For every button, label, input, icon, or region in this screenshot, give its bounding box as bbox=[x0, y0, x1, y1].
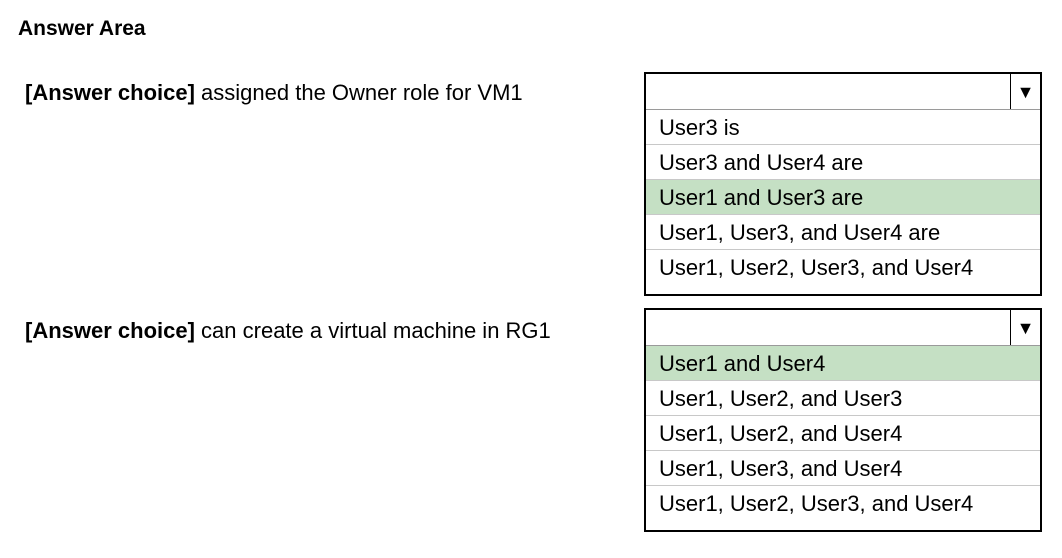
dropdown-option[interactable]: User1, User3, and User4 are bbox=[646, 215, 1040, 250]
question-2-dropdown-header[interactable]: ▼ bbox=[646, 310, 1040, 346]
question-1-dropdown[interactable]: ▼ User3 is User3 and User4 are User1 and… bbox=[644, 72, 1042, 296]
question-1-prefix: [Answer choice] bbox=[25, 80, 195, 105]
dropdown-option[interactable]: User1, User2, and User4 bbox=[646, 416, 1040, 451]
question-1-dropdown-header[interactable]: ▼ bbox=[646, 74, 1040, 110]
question-2-dropdown[interactable]: ▼ User1 and User4 User1, User2, and User… bbox=[644, 308, 1042, 532]
dropdown-option[interactable]: User1, User2, User3, and User4 bbox=[659, 491, 974, 516]
question-2-prompt: [Answer choice] can create a virtual mac… bbox=[25, 316, 551, 346]
question-1-text: assigned the Owner role for VM1 bbox=[194, 80, 523, 105]
dropdown-option[interactable]: User3 is bbox=[646, 110, 1040, 145]
question-2-prefix: [Answer choice] bbox=[25, 318, 195, 343]
question-1-prompt: [Answer choice] assigned the Owner role … bbox=[25, 78, 523, 108]
dropdown-option-selected[interactable]: User1 and User4 bbox=[646, 346, 1040, 381]
dropdown-option[interactable]: User1, User3, and User4 bbox=[646, 451, 1040, 486]
question-2-text: can create a virtual machine in RG1 bbox=[194, 318, 551, 343]
answer-area-title: Answer Area bbox=[18, 17, 146, 40]
dropdown-option-selected[interactable]: User1 and User3 are bbox=[646, 180, 1040, 215]
dropdown-arrow-icon[interactable]: ▼ bbox=[1010, 310, 1040, 345]
dropdown-option[interactable]: User3 and User4 are bbox=[646, 145, 1040, 180]
question-1-options: User3 is User3 and User4 are User1 and U… bbox=[646, 110, 1040, 285]
question-2-options: User1 and User4 User1, User2, and User3 … bbox=[646, 346, 1040, 521]
dropdown-arrow-icon[interactable]: ▼ bbox=[1010, 74, 1040, 109]
dropdown-option[interactable]: User1, User2, User3, and User4 bbox=[659, 255, 974, 280]
dropdown-option[interactable]: User1, User2, and User3 bbox=[646, 381, 1040, 416]
